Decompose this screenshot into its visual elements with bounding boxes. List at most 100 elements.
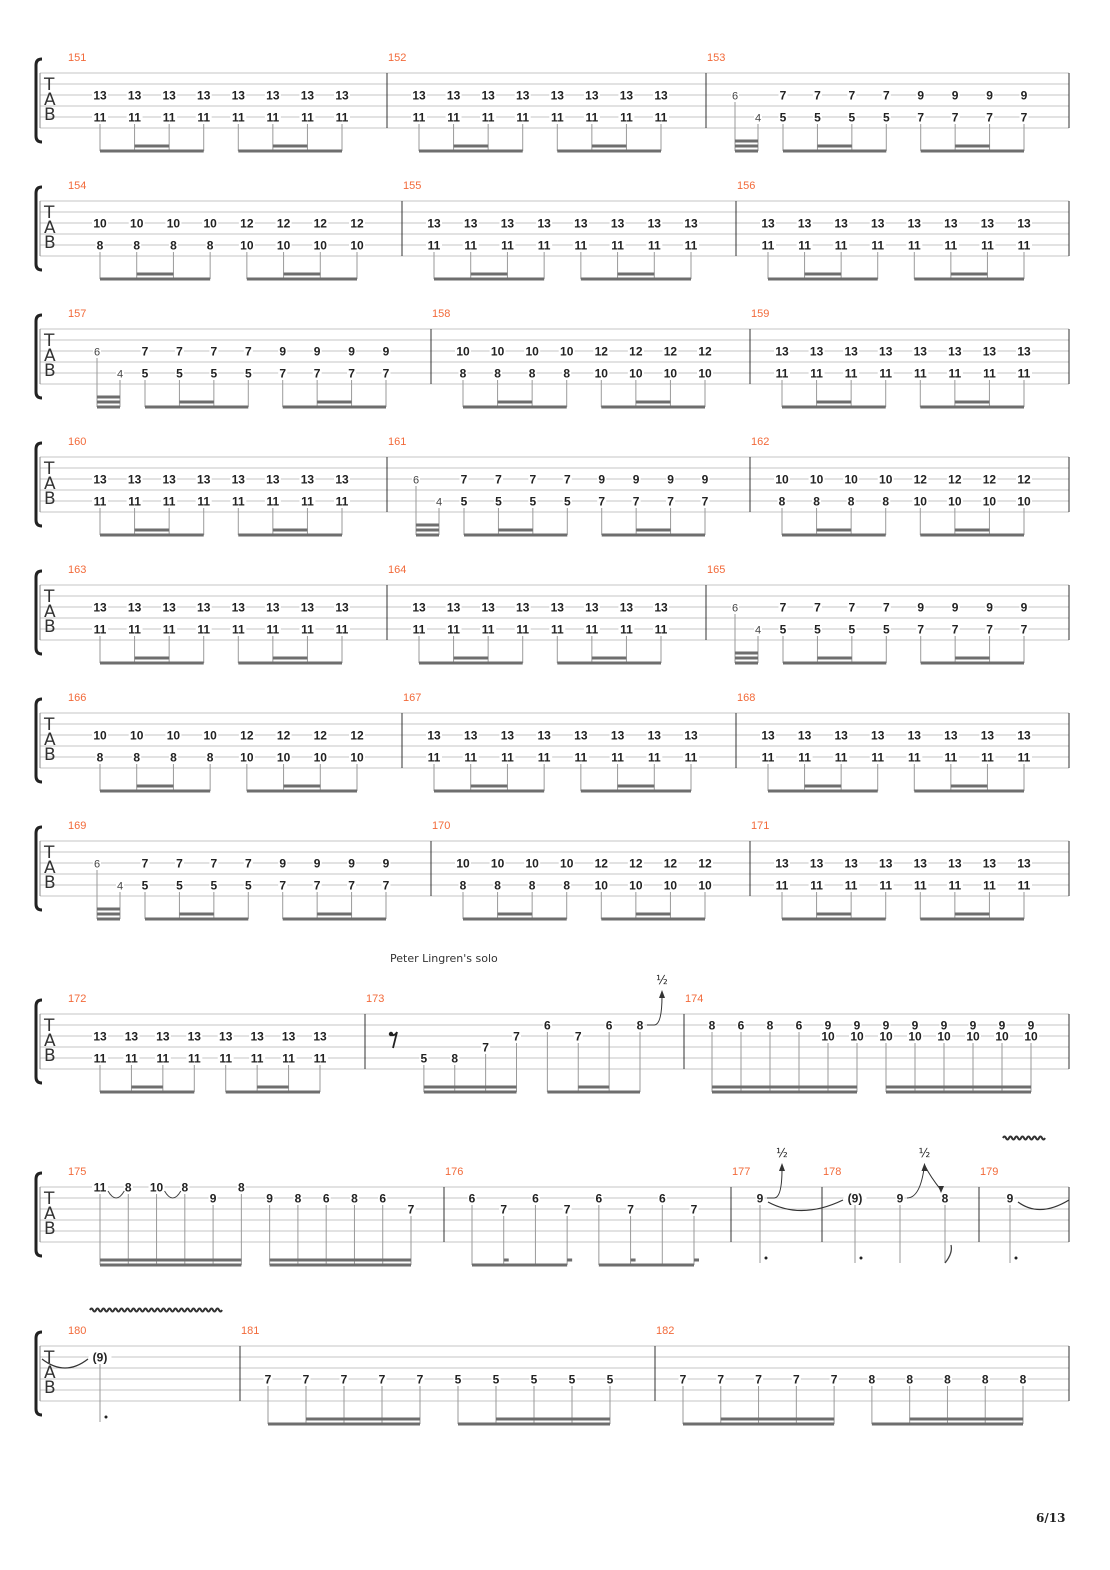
fret-number: 13 [981, 729, 995, 743]
tab-clef-letter: B [44, 1046, 56, 1066]
fret-number: 13 [684, 729, 698, 743]
fret-number: 7 [1021, 111, 1028, 125]
fret-mask [132, 240, 142, 250]
fret-number: 7 [667, 495, 674, 509]
measure-number: 153 [707, 52, 725, 64]
fret-mask [946, 368, 963, 378]
fret-mask [280, 1031, 297, 1041]
beam [886, 1090, 1031, 1094]
fret-mask [683, 730, 699, 740]
fret-mask [979, 218, 996, 228]
fret-number: 9 [383, 857, 390, 871]
beam [557, 149, 661, 153]
page-number: 6/13 [1036, 1511, 1065, 1525]
measure-number: 175 [68, 1166, 86, 1178]
fret-mask [755, 1193, 765, 1203]
fret-mask [878, 1031, 894, 1041]
fret-number: 13 [983, 857, 997, 871]
fret-number: 13 [93, 1030, 107, 1044]
fret-mask [774, 858, 790, 868]
beam [416, 533, 439, 537]
fret-mask [92, 474, 108, 484]
fret-mask [979, 730, 996, 740]
grace-note: 6 [732, 603, 738, 615]
fret-number: 11 [219, 1052, 232, 1066]
fret-mask [869, 218, 886, 228]
fret-mask [480, 90, 497, 100]
fret-number: (9) [93, 1351, 108, 1365]
fret-number: 8 [181, 1181, 188, 1195]
fret-number: 10 [966, 1030, 980, 1044]
beam [816, 400, 852, 404]
fret-mask [514, 90, 531, 100]
beam [100, 1090, 195, 1094]
fret-mask [562, 880, 572, 890]
fret-number: 10 [525, 345, 539, 359]
measure-number: 181 [241, 1325, 259, 1337]
fret-mask [126, 90, 143, 100]
fret-number: 13 [313, 1030, 327, 1044]
fret-mask [808, 880, 825, 890]
fret-mask [455, 346, 471, 356]
fret-mask [812, 496, 822, 506]
fret-number: 5 [564, 495, 571, 509]
fret-number: 13 [427, 729, 441, 743]
fret-number: 12 [629, 857, 643, 871]
fret-mask [445, 112, 462, 122]
fret-mask [847, 90, 857, 100]
fret-number: 13 [810, 857, 824, 871]
fret-number: 13 [481, 89, 495, 103]
fret-mask [1016, 474, 1032, 484]
fret-mask [1023, 1031, 1039, 1041]
fret-mask [627, 858, 644, 868]
fret-number: 10 [844, 473, 858, 487]
fret-mask [847, 624, 857, 634]
fret-number: 8 [982, 1373, 989, 1387]
fret-mask [499, 752, 516, 762]
beam [272, 144, 308, 148]
fret-number: 6 [596, 1192, 603, 1206]
fret-mask [796, 752, 813, 762]
beam [257, 1085, 289, 1089]
bend-arrow-icon [779, 1163, 785, 1171]
fret-number: 11 [232, 495, 245, 509]
fret-mask [411, 90, 427, 100]
fret-mask [950, 624, 960, 634]
beam [920, 661, 1024, 665]
fret-number: 10 [664, 879, 678, 893]
fret-mask [542, 1020, 552, 1030]
beam [782, 533, 886, 537]
fret-mask [843, 474, 860, 484]
fret-number: 8 [133, 751, 140, 765]
fret-mask [936, 1031, 952, 1041]
fret-number: 8 [460, 367, 467, 381]
fret-number: 13 [93, 601, 107, 615]
fret-mask [916, 112, 926, 122]
beam [269, 1263, 411, 1267]
slur [107, 1190, 125, 1199]
fret-mask [334, 90, 350, 100]
fret-number: 13 [537, 217, 551, 231]
fret-mask [445, 602, 462, 612]
fret-number: 13 [232, 473, 246, 487]
fret-number: 13 [301, 601, 315, 615]
fret-mask [195, 496, 212, 506]
fret-number: 11 [620, 623, 633, 637]
fret-mask [243, 346, 253, 356]
fret-mask [666, 474, 676, 484]
fret-mask [731, 602, 739, 612]
fret-number: 5 [421, 1052, 428, 1066]
fret-number: 13 [464, 217, 478, 231]
fret-number: 11 [94, 1181, 107, 1195]
fret-number: 10 [456, 857, 470, 871]
fret-number: 12 [698, 857, 712, 871]
beam [97, 912, 120, 916]
fret-mask [426, 752, 442, 762]
fret-number: 8 [97, 239, 104, 253]
fret-mask [808, 368, 825, 378]
measure-number: 162 [751, 436, 769, 448]
